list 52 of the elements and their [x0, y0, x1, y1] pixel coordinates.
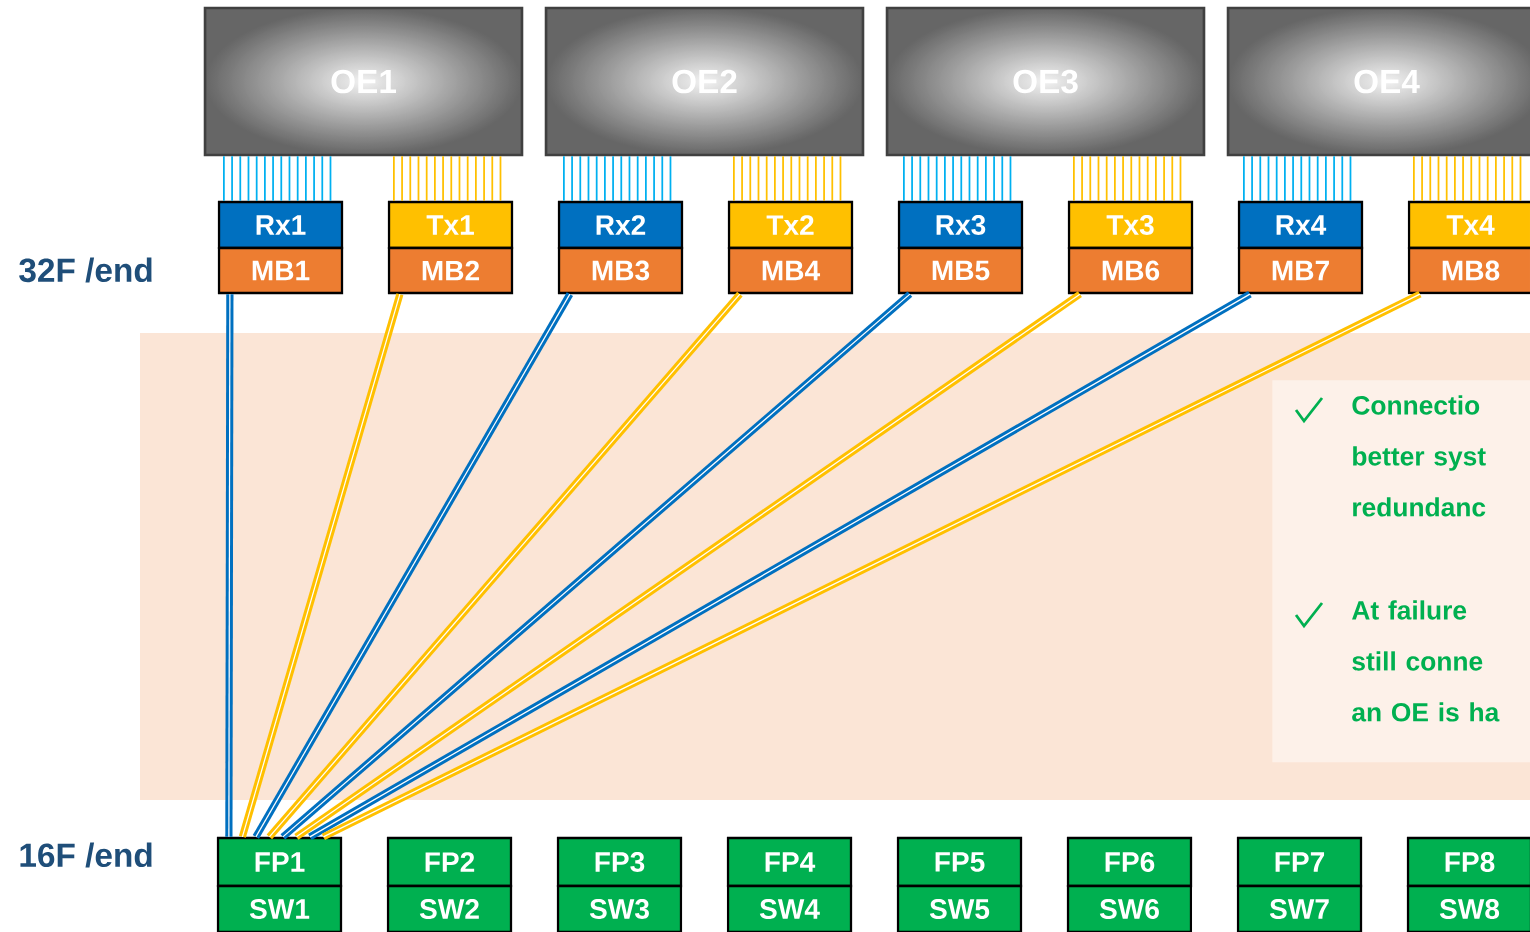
port-box: MB5 — [897, 246, 1024, 295]
port-box: Rx1 — [217, 200, 344, 250]
port-box: MB3 — [557, 246, 684, 295]
port-box: Tx2 — [727, 200, 854, 250]
port-box: Tx4 — [1407, 200, 1530, 250]
port-box: SW4 — [726, 884, 853, 932]
port-box: FP2 — [386, 836, 513, 888]
port-box: FP8 — [1406, 836, 1530, 888]
fibre-link — [266, 291, 743, 840]
note-text: At failure still conne an OE is ha — [1352, 600, 1500, 722]
port-box: FP4 — [726, 836, 853, 888]
fibre-link — [252, 292, 573, 839]
fibre-link — [308, 291, 1252, 840]
port-box: MB6 — [1067, 246, 1194, 295]
port-box: MB7 — [1237, 246, 1364, 295]
port-box: Tx3 — [1067, 200, 1194, 250]
port-box: FP1 — [216, 836, 343, 888]
port-box: SW2 — [386, 884, 513, 932]
port-box: SW6 — [1066, 884, 1193, 932]
port-box: MB4 — [727, 246, 854, 295]
port-box: Tx1 — [387, 200, 514, 250]
port-box: FP3 — [556, 836, 683, 888]
fibre-ribbon — [223, 155, 332, 202]
port-box: SW5 — [896, 884, 1023, 932]
port-box: SW3 — [556, 884, 683, 932]
port-box: MB2 — [387, 246, 514, 295]
fibre-link — [225, 293, 234, 838]
port-box: MB1 — [217, 246, 344, 295]
fibre-link — [321, 290, 1422, 841]
port-box: SW7 — [1236, 884, 1363, 932]
fibre-ribbon — [393, 155, 502, 202]
fibre-link — [294, 291, 1082, 840]
port-box: Rx3 — [897, 200, 1024, 250]
fibre-link — [280, 291, 913, 840]
port-box: MB8 — [1407, 246, 1530, 295]
port-box: SW1 — [216, 884, 343, 932]
note-text: Connectio better syst redundanc — [1352, 395, 1486, 517]
port-box: FP6 — [1066, 836, 1193, 888]
side-label: 32F /end — [19, 257, 152, 283]
fibre-ribbon — [733, 155, 842, 202]
side-label: 16F /end — [20, 842, 152, 868]
fibre-ribbon — [1413, 155, 1522, 202]
port-box: FP7 — [1236, 836, 1363, 888]
fibre-ribbon — [1243, 155, 1352, 202]
port-box: SW8 — [1406, 884, 1530, 932]
fibre-ribbon — [903, 155, 1012, 202]
fibre-link — [238, 293, 404, 838]
port-box: Rx2 — [557, 200, 684, 250]
fibre-ribbon — [1073, 155, 1182, 202]
fibre-ribbon — [563, 155, 672, 202]
port-box: Rx4 — [1237, 200, 1364, 250]
port-box: FP5 — [896, 836, 1023, 888]
